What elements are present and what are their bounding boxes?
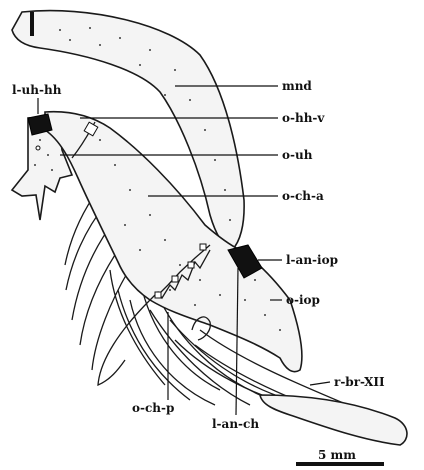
label-o-iop: o-iop <box>286 293 320 307</box>
scale-bar-label: 5 mm <box>318 448 356 462</box>
mandible-tick <box>30 12 34 36</box>
label-l-an-iop: l-an-iop <box>286 253 338 267</box>
label-l-an-ch: l-an-ch <box>212 417 259 431</box>
branchiostegal-ray-xii <box>260 395 407 445</box>
label-o-ch-p: o-ch-p <box>132 401 174 415</box>
label-mnd: mnd <box>282 79 312 93</box>
scale-bar-line <box>296 462 384 466</box>
label-l-uh-hh: l-uh-hh <box>12 83 62 97</box>
label-o-ch-a: o-ch-a <box>282 189 324 203</box>
scale-bar: 5 mm <box>296 448 384 466</box>
label-r-br-xii: r-br-XII <box>334 375 385 389</box>
label-o-hh-v: o-hh-v <box>282 111 325 125</box>
urohyal-foramen <box>36 146 40 150</box>
ceratohyal-complex <box>45 112 302 372</box>
label-o-uh: o-uh <box>282 148 313 162</box>
